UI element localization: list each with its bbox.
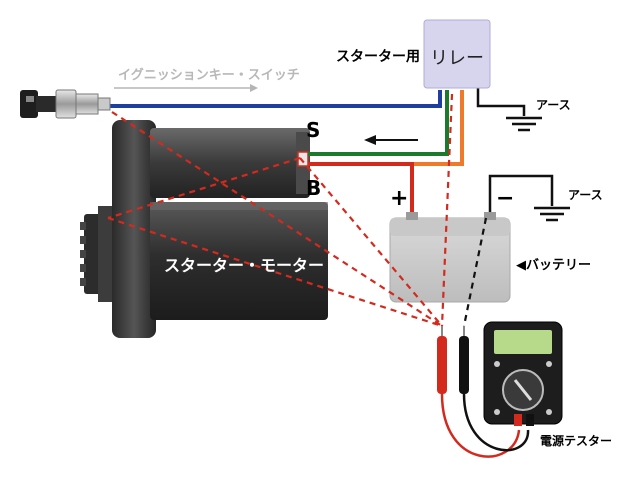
relay-box xyxy=(423,19,491,89)
tester-screen xyxy=(494,330,552,354)
wire-battery-ground xyxy=(488,174,554,220)
ground-label-battery: アース xyxy=(568,188,603,202)
wire-blue xyxy=(100,90,442,108)
pinion-gear xyxy=(80,206,114,302)
measurement-lines xyxy=(107,93,454,328)
ground-label-top: アース xyxy=(536,98,571,112)
ground-symbol-icon xyxy=(506,116,542,132)
motor-flange xyxy=(112,120,156,338)
wire-orange xyxy=(412,90,464,166)
terminal-b-label: B xyxy=(306,176,322,200)
left-arrow-icon xyxy=(364,135,418,145)
ignition-arrow xyxy=(114,84,258,92)
solenoid xyxy=(150,128,310,198)
test-probes xyxy=(437,326,530,458)
wire-green xyxy=(308,90,449,156)
relay-label: リレー xyxy=(430,48,484,69)
multimeter xyxy=(483,321,563,426)
wire-relay-ground xyxy=(476,84,526,116)
battery-plus-label: + xyxy=(390,186,409,211)
battery-label: ◀バッテリー xyxy=(516,258,591,273)
tester-label: 電源テスター xyxy=(540,434,613,448)
wire-red xyxy=(308,162,414,220)
starter-motor-label: スターター・モーター xyxy=(164,256,325,275)
battery-minus-label: − xyxy=(496,186,515,211)
ignition-switch-label: イグニッションキー・スイッチ xyxy=(118,68,300,83)
ignition-key-icon[interactable] xyxy=(20,89,111,119)
measurement-line-negative xyxy=(462,217,488,327)
ground-symbol-icon xyxy=(534,206,570,222)
relay-prefix-label: スターター用 xyxy=(336,49,420,65)
battery xyxy=(389,212,511,303)
terminal-s-label: S xyxy=(306,118,321,142)
